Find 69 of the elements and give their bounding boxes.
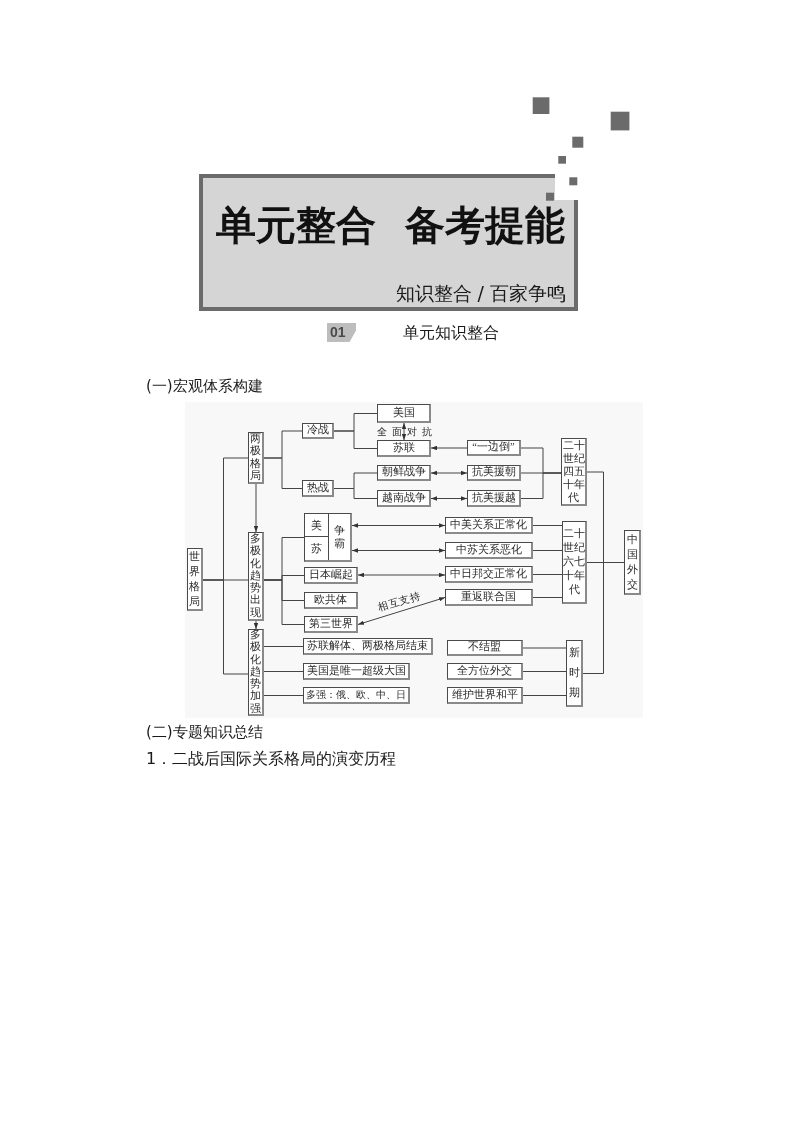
edge-label: 全面对抗 (376, 425, 432, 438)
split-box (304, 513, 352, 562)
connector-line (333, 430, 378, 449)
concept-box: 世界格局 (187, 548, 203, 611)
concept-box: 日本崛起 (304, 567, 358, 584)
connector-line (263, 457, 303, 489)
concept-box: 全方位外交 (447, 663, 523, 680)
table-cell: 美 (305, 514, 329, 537)
section-heading: 单元知识整合 (403, 324, 499, 343)
connector-line (532, 525, 563, 526)
concept-box: 美国 (377, 404, 431, 423)
table-cell: 苏 (305, 537, 329, 560)
connector-line (263, 646, 304, 647)
arrow (357, 572, 446, 578)
concept-box: 第三世界 (304, 616, 358, 633)
concept-box: 多极化趋势出现 (248, 532, 264, 621)
concept-box: 不结盟 (447, 640, 523, 656)
banner-subtitle: 知识整合 / 百家争鸣 (395, 283, 566, 304)
connector-line (263, 579, 305, 625)
concept-box: 中苏关系恶化 (445, 542, 533, 559)
concept-box: 朝鲜战争 (377, 465, 431, 481)
connector-line (522, 695, 567, 696)
concept-box: 新时期 (566, 640, 583, 707)
connector-line (522, 671, 567, 672)
arrow (401, 422, 407, 441)
concept-box: 苏联解体、两极格局结束 (303, 638, 433, 655)
arrow (351, 548, 446, 553)
arrow (430, 445, 468, 451)
connector-line (263, 671, 304, 672)
concept-box: 越南战争 (377, 490, 431, 507)
concept-box: 中国外交 (624, 530, 641, 595)
connector-line (532, 597, 563, 598)
connector-line (532, 550, 563, 551)
concept-box: 抗美援朝 (467, 465, 521, 481)
arrow (253, 483, 259, 533)
connector-line (520, 472, 562, 499)
concept-box: 多强：俄、欧、中、日 (303, 687, 410, 704)
connector-line (582, 562, 625, 674)
banner-title: 单元整合 备考提能 (216, 205, 565, 245)
concept-box: 重返联合国 (445, 589, 533, 606)
concept-box: 抗美援越 (467, 490, 521, 507)
arrow (357, 597, 446, 625)
section-heading: (一)宏观体系构建 (146, 377, 263, 395)
concept-box: 热战 (302, 480, 334, 497)
concept-box: 二十世纪四五十年代 (561, 438, 587, 506)
concept-box: 二十世纪六七十年代 (562, 521, 587, 604)
concept-box: 冷战 (302, 423, 334, 439)
connector-line (522, 647, 567, 649)
concept-box: 美国是唯一超级大国 (303, 663, 410, 680)
connector-line (333, 488, 378, 499)
concept-box: 多极化趋势加强 (248, 629, 264, 716)
connector-line (263, 695, 304, 696)
arrow (253, 620, 259, 630)
concept-box: 维护世界和平 (447, 687, 523, 704)
connector-line (202, 579, 249, 675)
concept-box: 欧共体 (304, 592, 358, 609)
arrow (351, 523, 446, 528)
concept-box: 苏联 (377, 440, 431, 457)
number-badge: 01 (327, 323, 356, 342)
concept-box: 中日邦交正常化 (445, 566, 533, 583)
concept-box: “一边倒” (467, 440, 521, 456)
concept-box: 两极格局 (248, 432, 264, 484)
subheading: 1．二战后国际关系格局的演变历程 (146, 749, 397, 769)
connector-line (532, 574, 563, 575)
text-label: 争霸 (333, 524, 346, 551)
concept-box: 中美关系正常化 (445, 517, 533, 534)
section-heading: (二)专题知识总结 (146, 723, 263, 741)
arrow (430, 496, 468, 501)
arrow (430, 470, 468, 476)
